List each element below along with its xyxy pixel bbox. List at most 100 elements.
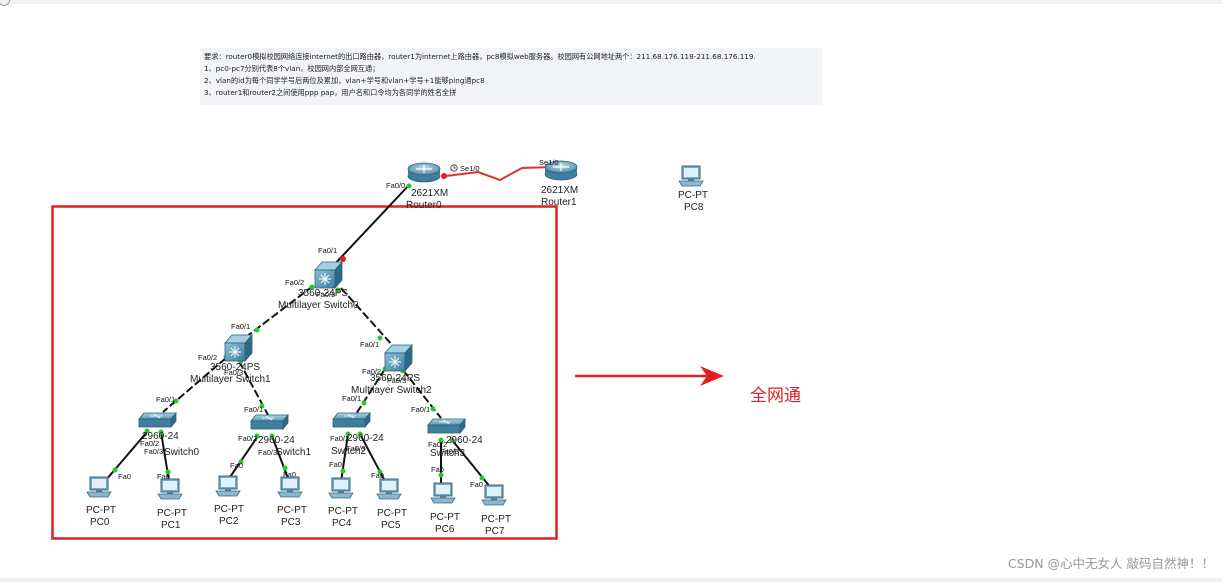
port-label: Fa0/1 [156, 395, 175, 404]
link-sw1-pc3 [271, 435, 290, 482]
switch2-model: 2960-24 [347, 433, 384, 444]
pc-name: PC6 [435, 524, 455, 535]
port-label: Fa0/2 [428, 440, 447, 449]
port-label: Fa0/1 [411, 405, 430, 414]
port-label: Fa0/1 [342, 394, 361, 403]
router1-model: 2621XM [541, 185, 578, 196]
link-sw2-pc4 [340, 433, 349, 483]
port-label: Fa0 [431, 465, 444, 474]
port-label: Fa0/2 [362, 367, 381, 376]
router-icon[interactable] [407, 162, 441, 183]
msw0-name: Multilayer Switch0 [278, 300, 359, 311]
port-label: Fa0/1 [360, 340, 379, 349]
switch0-model: 2960-24 [142, 431, 179, 442]
requirement-line: 3、router1和router2之间使用ppp pap，用户名和口令均为各同学… [204, 88, 457, 97]
pc-model: PC-PT [277, 505, 307, 516]
switch1-name: Switch1 [276, 447, 311, 458]
pc8-model: PC-PT [678, 190, 708, 201]
port-label: Fa0/2 [140, 439, 159, 448]
port-label: Fa0 [470, 480, 483, 489]
requirement-line: 要求：router0模拟校园网络连接internet的出口路由器，router1… [204, 52, 756, 61]
highlight-box [51, 205, 558, 540]
switch0-name: Switch0 [164, 447, 199, 458]
port-label: Fa0/3 [387, 376, 406, 385]
pc-icon[interactable] [157, 478, 183, 500]
port-label: Fa0/0 [386, 181, 405, 190]
switch3-name: Switch3 [430, 448, 465, 459]
port-label: Fa0 [118, 472, 131, 481]
msw2-name: Multilayer Switch2 [351, 385, 432, 396]
pc-model: PC-PT [214, 504, 244, 515]
requirement-line: 2、vlan的id为每个同学学号后两位及累加，vlan+学号和vlan+学号+1… [204, 76, 485, 85]
top-border [0, 0, 1222, 4]
pc-model: PC-PT [377, 508, 407, 519]
msw1-name: Multilayer Switch1 [190, 374, 271, 385]
switch2-name: Switch2 [331, 446, 366, 457]
port-label: Fa0 [283, 470, 296, 479]
annotation-text: 全网通 [750, 386, 801, 406]
router1-name: Router1 [541, 197, 577, 208]
switch-icon[interactable] [138, 412, 177, 428]
port-label: Fa0/1 [244, 405, 263, 414]
port-label: Fa0/3 [316, 290, 335, 299]
port-label: Fa0/1 [231, 322, 250, 331]
port-label: Fa0 [230, 461, 243, 470]
link-sw3-pc7 [451, 439, 492, 489]
port-label: Se1/0 [539, 158, 559, 167]
link-m1-sw0 [162, 357, 227, 413]
port-label: Fa0 [371, 471, 384, 480]
pc-icon[interactable] [430, 482, 456, 504]
clock-icon [450, 164, 458, 172]
multilayer-switch-icon[interactable] [224, 334, 253, 362]
pc-model: PC-PT [481, 514, 511, 525]
link-status-dots [112, 173, 485, 481]
router0-name: Router0 [406, 200, 442, 211]
pc-name: PC2 [219, 516, 239, 527]
pc-name: PC1 [161, 520, 181, 531]
switch-icon[interactable] [427, 418, 466, 434]
pc-icon[interactable] [481, 484, 507, 506]
port-label: Fa0 [329, 460, 342, 469]
link-sw1-pc2 [227, 435, 259, 481]
port-label: Fa0/2 [285, 278, 304, 287]
pc-name: PC0 [90, 517, 110, 528]
multilayer-switch-icon[interactable] [314, 261, 343, 289]
switch3-model: 2960-24 [446, 435, 483, 446]
port-label: Fa0/3 [346, 444, 365, 453]
port-label: Fa0/2 [198, 353, 217, 362]
link-m0-m2 [340, 287, 394, 347]
pc-model: PC-PT [430, 512, 460, 523]
port-label: Fa0/3 [144, 447, 163, 456]
pc-icon[interactable] [86, 476, 112, 498]
port-label: Se1/0 [460, 164, 480, 173]
switch-icon[interactable] [332, 412, 371, 428]
pc-model: PC-PT [157, 508, 187, 519]
multilayer-switch-icon[interactable] [384, 344, 413, 372]
requirements-panel: 要求：router0模拟校园网络连接internet的出口路由器，router1… [200, 48, 822, 105]
bottom-border [0, 578, 1222, 582]
pc-icon[interactable] [277, 476, 303, 498]
port-label: Fa0/2 [238, 434, 257, 443]
watermark: CSDN @心中无女人 敲码自然神！！ [1007, 556, 1214, 571]
msw2-model: 3560-24PS [370, 373, 420, 384]
router0-model: 2621XM [411, 188, 448, 199]
pc-name: PC3 [281, 517, 301, 528]
serial-link [445, 166, 555, 182]
pc-model: PC-PT [86, 505, 116, 516]
pc-name: PC5 [381, 520, 401, 531]
link-sw0-pc0 [105, 431, 148, 481]
pc-icon[interactable] [376, 478, 402, 500]
port-label: Fa0/3 [224, 368, 243, 377]
pc8-name: PC8 [684, 202, 704, 213]
pc-icon[interactable] [215, 475, 241, 497]
switch-icon[interactable] [250, 414, 289, 430]
pc-icon[interactable] [328, 477, 354, 499]
link-sw2-pc5 [359, 433, 387, 484]
pc-icon[interactable] [678, 165, 704, 187]
link-m2-sw2 [355, 368, 386, 415]
switch1-model: 2960-24 [258, 435, 295, 446]
link-r0-m0 [331, 183, 411, 268]
pc-name: PC7 [485, 526, 505, 537]
msw1-model: 3560-24PS [210, 362, 260, 373]
